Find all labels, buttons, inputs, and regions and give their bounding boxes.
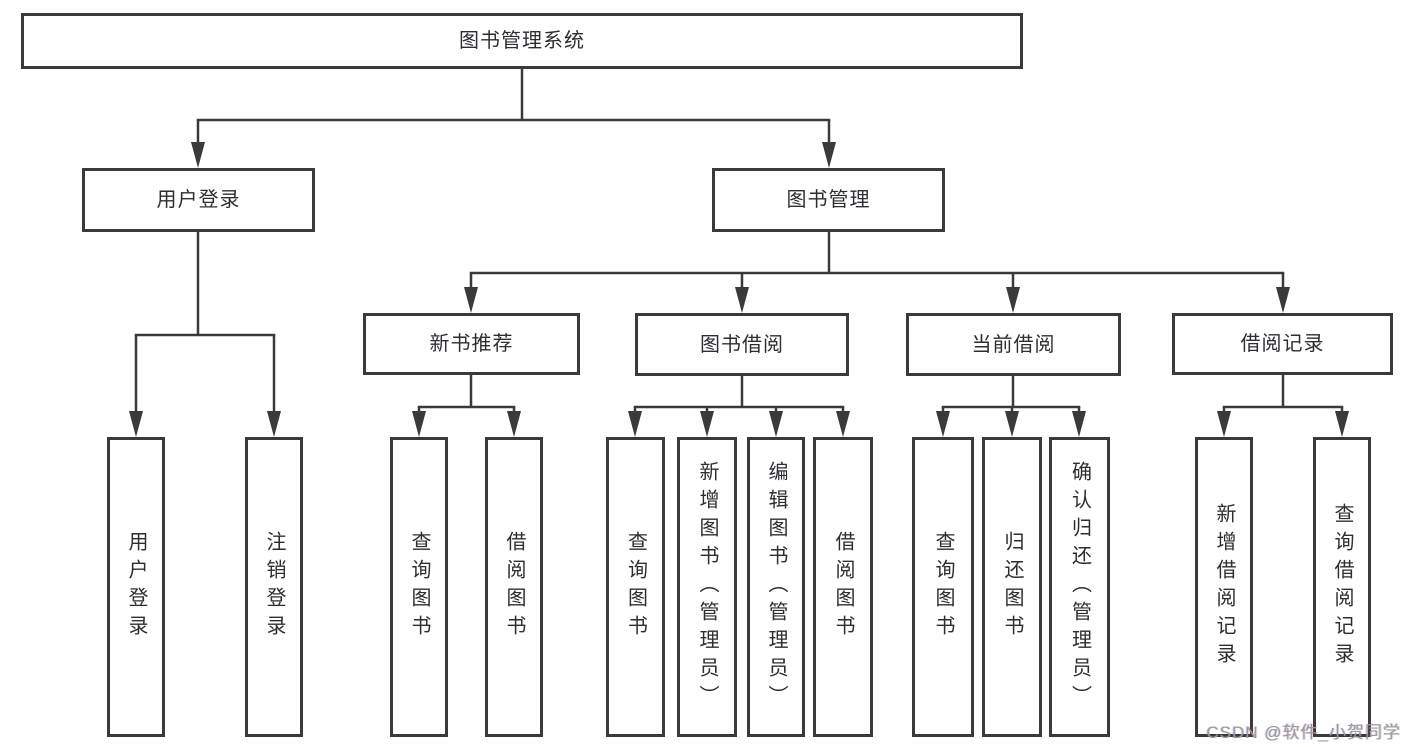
leaf-logout: 注销登录 xyxy=(245,437,303,737)
arrowhead-down-icon xyxy=(769,411,783,437)
node-label: 注销登录 xyxy=(263,531,285,643)
node-label: 用户登录 xyxy=(156,189,241,211)
arrowhead-down-icon xyxy=(1006,287,1020,313)
arrowhead-down-icon xyxy=(1072,411,1086,437)
arrowhead-down-icon xyxy=(412,411,426,437)
node-label: 图书借阅 xyxy=(700,333,784,356)
leaf-add-book-admin: 新增图书（管理员） xyxy=(677,437,737,737)
leaf-user-login: 用户登录 xyxy=(107,437,165,737)
arrowhead-down-icon xyxy=(1276,287,1290,313)
node-label: 用户登录 xyxy=(125,531,147,643)
arrowhead-down-icon xyxy=(507,411,521,437)
leaf-confirm-return-admin: 确认归还（管理员） xyxy=(1049,437,1110,737)
leaf-add-borrow-record: 新增借阅记录 xyxy=(1195,437,1253,737)
leaf-borrow-books-recommend: 借阅图书 xyxy=(485,437,543,737)
arrowhead-down-icon xyxy=(1217,411,1231,437)
node-new-book-recommend: 新书推荐 xyxy=(363,313,580,375)
node-label: 新书推荐 xyxy=(429,333,514,355)
leaf-query-books-current: 查询图书 xyxy=(912,437,974,737)
leaf-return-book: 归还图书 xyxy=(982,437,1042,737)
leaf-edit-book-admin: 编辑图书（管理员） xyxy=(747,437,805,737)
csdn-watermark: CSDN @软件_小贺同学 xyxy=(1206,723,1401,742)
arrowhead-down-icon xyxy=(129,411,143,437)
node-label: 图书管理系统 xyxy=(459,30,585,52)
node-label: 查询借阅记录 xyxy=(1331,503,1353,671)
node-label: 归还图书 xyxy=(1001,531,1023,643)
node-book-management: 图书管理 xyxy=(712,168,945,232)
node-label: 借阅图书 xyxy=(503,531,525,643)
arrowhead-down-icon xyxy=(700,411,714,437)
arrowhead-down-icon xyxy=(1005,411,1019,437)
node-label: 查询图书 xyxy=(932,531,954,643)
node-label: 图书管理 xyxy=(786,189,871,211)
node-library-system: 图书管理系统 xyxy=(21,13,1023,69)
node-label: 新增借阅记录 xyxy=(1213,503,1235,671)
node-label: 确认归还（管理员） xyxy=(1068,461,1091,713)
arrowhead-down-icon xyxy=(936,411,950,437)
arrowhead-down-icon xyxy=(1335,411,1349,437)
node-label: 当前借阅 xyxy=(971,333,1056,356)
node-label: 借阅图书 xyxy=(832,531,854,643)
node-user-login: 用户登录 xyxy=(82,168,315,232)
arrowhead-down-icon xyxy=(267,411,281,437)
arrowhead-down-icon xyxy=(836,411,850,437)
arrowhead-down-icon xyxy=(822,142,836,168)
arrowhead-down-icon xyxy=(191,142,205,168)
node-label: 编辑图书（管理员） xyxy=(765,461,787,713)
node-current-borrowing: 当前借阅 xyxy=(906,313,1121,376)
node-book-borrowing: 图书借阅 xyxy=(635,313,849,376)
leaf-query-borrow-record: 查询借阅记录 xyxy=(1313,437,1371,737)
node-borrowing-records: 借阅记录 xyxy=(1172,313,1393,375)
node-label: 查询图书 xyxy=(624,531,647,643)
arrowhead-down-icon xyxy=(628,411,642,437)
node-label: 新增图书（管理员） xyxy=(696,461,718,713)
node-label: 借阅记录 xyxy=(1240,333,1325,355)
leaf-query-books-borrowing: 查询图书 xyxy=(606,437,665,737)
arrowhead-down-icon xyxy=(464,287,478,313)
arrowhead-down-icon xyxy=(735,287,749,313)
node-label: 查询图书 xyxy=(408,531,430,643)
leaf-query-books-recommend: 查询图书 xyxy=(390,437,448,737)
leaf-borrow-books: 借阅图书 xyxy=(813,437,873,737)
